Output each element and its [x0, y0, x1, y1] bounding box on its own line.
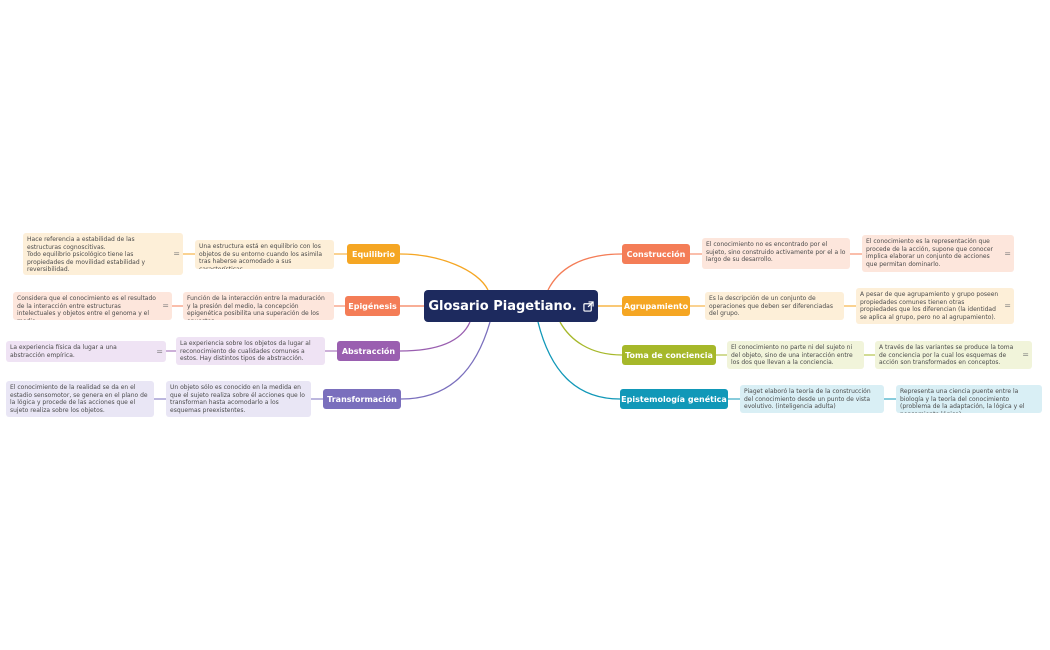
topic-equilibrio-label: Equilibrio: [351, 249, 396, 259]
definition-equilibrio-text: Una estructura está en equilibrio con lo…: [199, 243, 323, 269]
note-epistemologia-text: Representa una ciencia puente entre la b…: [900, 388, 1025, 413]
topic-transformacion-label: Transformación: [327, 394, 397, 404]
topic-agrupamiento-label: Agrupamiento: [623, 301, 689, 311]
topic-agrupamiento[interactable]: Agrupamiento: [622, 296, 690, 316]
topic-abstraccion-label: Abstracción: [341, 346, 396, 356]
note-icon: =: [156, 346, 163, 356]
definition-transformacion[interactable]: Un objeto sólo es conocido en la medida …: [166, 381, 311, 417]
topic-epistemologia-label: Epistemología genética: [621, 394, 727, 404]
connector-toma: [559, 321, 623, 356]
note-agrupamiento-text: A pesar de que agrupamiento y grupo pose…: [860, 291, 999, 321]
note-equilibrio[interactable]: Hace referencia a estabilidad de las est…: [23, 233, 183, 275]
definition-epigenesis-text: Función de la interacción entre la madur…: [187, 295, 325, 320]
note-construccion[interactable]: El conocimiento es la representación que…: [862, 235, 1014, 272]
note-toma-de-conciencia[interactable]: A través de las variantes se produce la …: [875, 341, 1032, 369]
connector-construccion: [547, 253, 623, 291]
topic-toma-de-conciencia[interactable]: Toma de conciencia: [622, 345, 716, 365]
definition-equilibrio[interactable]: Una estructura está en equilibrio con lo…: [195, 240, 334, 269]
definition-toma-de-conciencia[interactable]: El conocimiento no parte ni del sujeto n…: [727, 341, 864, 369]
topic-construccion[interactable]: Construcción: [622, 244, 690, 264]
note-icon: =: [1004, 301, 1011, 310]
topic-epigenesis-label: Epigénesis: [348, 301, 397, 311]
topic-abstraccion[interactable]: Abstracción: [337, 341, 400, 361]
definition-epigenesis[interactable]: Función de la interacción entre la madur…: [183, 292, 334, 320]
definition-abstraccion-text: La experiencia sobre los objetos da luga…: [180, 340, 311, 363]
note-construccion-text: El conocimiento es la representación que…: [866, 238, 994, 268]
definition-agrupamiento-text: Es la descripción de un conjunto de oper…: [709, 295, 833, 318]
topic-epigenesis[interactable]: Epigénesis: [345, 296, 400, 316]
topic-equilibrio[interactable]: Equilibrio: [347, 244, 400, 264]
definition-epistemologia-genetica[interactable]: Piaget elaboró la teoría de la construcc…: [740, 385, 884, 413]
definition-construccion-text: El conocimiento no es encontrado por el …: [706, 241, 846, 264]
note-abstraccion-text: La experiencia física da lugar a una abs…: [10, 344, 117, 359]
definition-transformacion-text: Un objeto sólo es conocido en la medida …: [170, 384, 305, 414]
note-transformacion-text: El conocimiento de la realidad se da en …: [10, 384, 148, 414]
definition-agrupamiento[interactable]: Es la descripción de un conjunto de oper…: [705, 292, 844, 320]
topic-transformacion[interactable]: Transformación: [323, 389, 401, 409]
topic-construccion-label: Construcción: [626, 249, 686, 259]
note-transformacion[interactable]: El conocimiento de la realidad se da en …: [6, 381, 154, 417]
topic-toma-label: Toma de conciencia: [625, 350, 713, 360]
note-epigenesis[interactable]: Considera que el conocimiento es el resu…: [13, 292, 172, 320]
note-abstraccion[interactable]: La experiencia física da lugar a una abs…: [6, 341, 166, 362]
connector-equilibrio: [399, 253, 489, 291]
note-agrupamiento[interactable]: A pesar de que agrupamiento y grupo pose…: [856, 288, 1014, 324]
note-epistemologia-genetica[interactable]: Representa una ciencia puente entre la b…: [896, 385, 1042, 413]
definition-abstraccion[interactable]: La experiencia sobre los objetos da luga…: [176, 337, 325, 365]
connector-transformacion: [400, 321, 491, 400]
central-topic-title: Glosario Piagetiano.: [428, 298, 577, 314]
central-topic[interactable]: Glosario Piagetiano.: [424, 290, 598, 322]
definition-epistemologia-text: Piaget elaboró la teoría de la construcc…: [744, 388, 871, 411]
note-epigenesis-text: Considera que el conocimiento es el resu…: [17, 295, 156, 320]
note-icon: =: [1022, 350, 1029, 359]
definition-construccion[interactable]: El conocimiento no es encontrado por el …: [702, 238, 850, 269]
note-equilibrio-text: Hace referencia a estabilidad de las est…: [27, 236, 146, 274]
connector-abstraccion: [399, 321, 471, 352]
note-toma-text: A través de las variantes se produce la …: [879, 344, 1014, 367]
note-icon: =: [162, 301, 169, 310]
definition-toma-text: El conocimiento no parte ni del sujeto n…: [731, 344, 853, 367]
external-link-icon[interactable]: [582, 300, 594, 312]
note-icon: =: [173, 249, 180, 258]
note-icon: =: [1004, 248, 1011, 258]
topic-epistemologia-genetica[interactable]: Epistemología genética: [620, 389, 728, 409]
connector-epistemologia: [537, 321, 621, 400]
